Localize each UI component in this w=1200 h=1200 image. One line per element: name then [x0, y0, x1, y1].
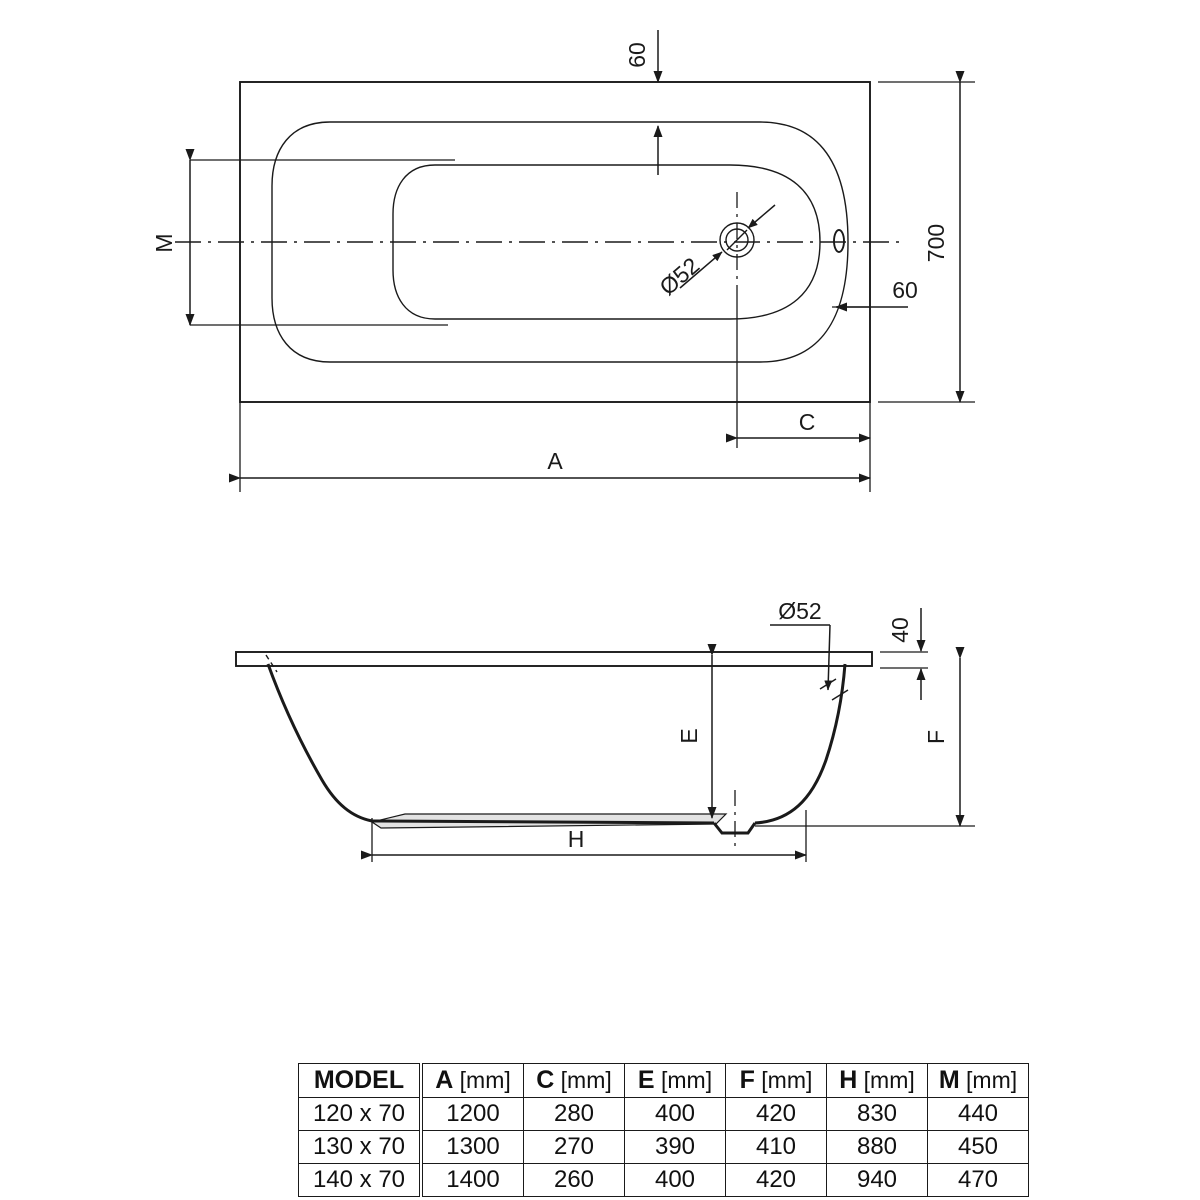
model-dimensions-table: MODEL A [mm] C [mm] E [mm] F [298, 1063, 1029, 1197]
overflow-break-lower [831, 689, 849, 701]
tub-right-wall-profile [754, 663, 847, 825]
drain-outer-circle [719, 222, 755, 258]
cell-a: 1400 [419, 1163, 524, 1197]
base-length-label: H [568, 826, 585, 852]
inner-depth-label: E [676, 728, 702, 743]
cell-a: 1300 [419, 1130, 524, 1164]
header-c: C [mm] [523, 1063, 625, 1098]
cell-h: 940 [826, 1163, 928, 1197]
header-e-sym: E [637, 1066, 655, 1094]
tub-rim-bar [235, 651, 873, 667]
cell-e: 400 [624, 1163, 726, 1197]
total-height-label: F [923, 730, 949, 744]
cell-h: 830 [826, 1097, 928, 1131]
tub-bowl-outer-outline [271, 121, 849, 363]
header-h: H [mm] [826, 1063, 928, 1098]
header-f-sym: F [739, 1066, 755, 1094]
drain-dia-leader-lower [679, 251, 723, 289]
cell-model: 130 x 70 [298, 1130, 422, 1164]
tub-bowl-inner-outline [392, 164, 821, 320]
cell-m: 470 [927, 1163, 1029, 1197]
header-model: MODEL [298, 1063, 422, 1098]
header-m: M [mm] [927, 1063, 1029, 1098]
table-row: 120 x 70 1200 280 400 420 830 440 [298, 1097, 1029, 1131]
header-m-unit: [mm] [966, 1067, 1018, 1093]
cell-m: 440 [927, 1097, 1029, 1131]
header-f-unit: [mm] [761, 1067, 813, 1093]
header-e: E [mm] [624, 1063, 726, 1098]
cell-model: 140 x 70 [298, 1163, 422, 1197]
cell-c: 260 [523, 1163, 625, 1197]
overall-length-label: A [547, 448, 563, 474]
table-row: 140 x 70 1400 260 400 420 940 470 [298, 1163, 1029, 1197]
cell-h: 880 [826, 1130, 928, 1164]
header-c-unit: [mm] [560, 1067, 612, 1093]
table-head: MODEL A [mm] C [mm] E [mm] F [298, 1063, 1029, 1098]
table-body: 120 x 70 1200 280 400 420 830 440 130 x … [298, 1097, 1029, 1197]
cell-e: 390 [624, 1130, 726, 1164]
drain-inner-circle [725, 228, 749, 252]
top-offset-label: 60 [624, 42, 650, 68]
cell-c: 280 [523, 1097, 625, 1131]
overflow-hole [833, 229, 845, 253]
cell-e: 400 [624, 1097, 726, 1131]
header-model-sym: MODEL [313, 1066, 405, 1094]
table-header-row: MODEL A [mm] C [mm] E [mm] F [298, 1063, 1029, 1098]
drain-slash [726, 229, 748, 251]
header-h-unit: [mm] [863, 1067, 915, 1093]
cell-f: 420 [725, 1163, 827, 1197]
cell-model: 120 x 70 [298, 1097, 422, 1131]
overflow-dia-leader-slant [824, 624, 833, 691]
header-f: F [mm] [725, 1063, 827, 1098]
spec-table-container: MODEL A [mm] C [mm] E [mm] F [298, 1063, 1029, 1197]
header-h-sym: H [839, 1066, 858, 1094]
drain-offset-label: C [799, 409, 816, 435]
header-a-unit: [mm] [459, 1067, 511, 1093]
tub-bottom-profile [371, 819, 715, 825]
tub-left-wall-profile [266, 663, 373, 823]
table-row: 130 x 70 1300 270 390 410 880 450 [298, 1130, 1029, 1164]
header-c-sym: C [536, 1066, 555, 1094]
header-a-sym: A [435, 1066, 454, 1094]
left-rim-hidden-edge [265, 654, 278, 673]
cell-c: 270 [523, 1130, 625, 1164]
rim-thickness-label: 40 [887, 617, 913, 643]
overall-width-label: 700 [923, 224, 949, 262]
cell-m: 450 [927, 1130, 1029, 1164]
overflow-diameter-label: Ø52 [778, 598, 821, 624]
cell-a: 1200 [419, 1097, 524, 1131]
cell-f: 420 [725, 1097, 827, 1131]
top-view-group: Ø52 60 M 60 700 A [151, 30, 975, 492]
section-view-group: Ø52 E H 40 F [235, 598, 975, 862]
header-a: A [mm] [419, 1063, 524, 1098]
drain-dia-leader-upper [747, 204, 776, 229]
side-offset-label: 60 [892, 277, 918, 303]
header-m-sym: M [938, 1066, 960, 1094]
inner-width-m-label: M [151, 233, 177, 252]
cell-f: 410 [725, 1130, 827, 1164]
header-e-unit: [mm] [660, 1067, 713, 1093]
